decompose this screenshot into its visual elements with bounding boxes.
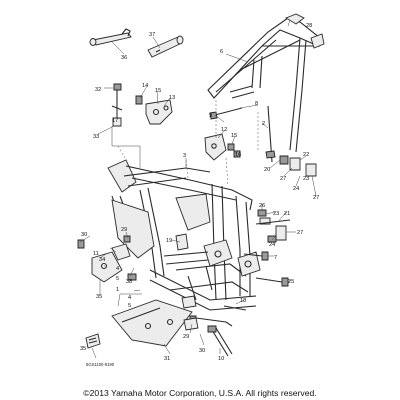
leader-lines <box>79 19 317 359</box>
callout-18: 18 <box>240 298 246 304</box>
part-34-engine-mount <box>77 239 137 283</box>
callout-38: 38 <box>126 279 132 285</box>
callout-1: 1 <box>116 287 119 293</box>
callout-27c: 27 <box>297 230 303 236</box>
callout-24b: 24 <box>269 242 275 248</box>
callout-6: 6 <box>220 49 223 55</box>
callout-4: 4 <box>116 266 119 272</box>
callout-17: 17 <box>112 118 118 124</box>
callout-28: 28 <box>306 23 312 29</box>
callout-36: 36 <box>121 55 127 61</box>
callout-7: 7 <box>274 255 277 261</box>
copyright-notice: ©2013 Yamaha Motor Corporation, U.S.A. A… <box>83 388 317 398</box>
part-hardware-right <box>255 209 291 243</box>
callout-35b: 35 <box>80 346 86 352</box>
callout-10: 10 <box>218 356 224 362</box>
callout-23: 23 <box>303 176 309 182</box>
part-13-bracket <box>135 95 173 125</box>
part-31-skid-plate <box>111 299 193 347</box>
part-32-bolt <box>111 83 123 127</box>
callout-labels: 36 37 28 6 32 14 15 13 17 33 8 9 2 12 15… <box>80 23 319 367</box>
part-7-bolt <box>243 251 289 287</box>
callout-29b: 29 <box>183 334 189 340</box>
part-36-bar <box>89 28 132 46</box>
callout-16: 16 <box>235 152 241 158</box>
callout-26: 26 <box>259 203 265 209</box>
callout-24: 24 <box>293 186 299 192</box>
part-22-bushings <box>279 155 317 177</box>
main-frame <box>107 159 261 311</box>
callout-19: 19 <box>166 238 172 244</box>
callout-27b: 27 <box>313 195 319 201</box>
callout-14: 14 <box>142 83 148 89</box>
callout-5b: 5 <box>128 303 131 309</box>
callout-23b: 23 <box>273 211 279 217</box>
part-8-bolt <box>209 105 276 163</box>
part-37-pipe <box>147 35 184 58</box>
callout-5: 5 <box>116 276 119 282</box>
callout-21: 21 <box>284 211 290 217</box>
callout-34: 34 <box>99 257 105 263</box>
part-29-bracket <box>123 235 199 331</box>
callout-15: 15 <box>155 88 161 94</box>
callout-30b: 30 <box>199 348 205 354</box>
callout-8: 8 <box>255 101 258 107</box>
callout-15b: 15 <box>231 133 237 139</box>
callout-31: 31 <box>164 356 170 362</box>
callout-4b: 4 <box>128 295 131 301</box>
part-6-rear-subframe <box>207 13 325 153</box>
callout-3: 3 <box>183 153 186 159</box>
callout-22: 22 <box>303 152 309 158</box>
callout-30: 30 <box>81 232 87 238</box>
callout-25: 25 <box>288 279 294 285</box>
callout-33: 33 <box>93 134 99 140</box>
callout-9: 9 <box>209 113 212 119</box>
callout-12: 12 <box>221 127 227 133</box>
callout-13: 13 <box>169 95 175 101</box>
callout-27: 27 <box>280 176 286 182</box>
part-18-long-bolts <box>189 305 247 357</box>
callout-20: 20 <box>264 167 270 173</box>
callout-11: 11 <box>93 251 99 257</box>
callout-35: 35 <box>96 294 102 300</box>
callout-32: 32 <box>95 87 101 93</box>
callout-2: 2 <box>262 121 265 127</box>
part-35-label <box>85 333 101 349</box>
callout-29: 29 <box>121 227 127 233</box>
callout-37: 37 <box>149 32 155 38</box>
reference-code: 5GS1100-9190 <box>86 362 115 367</box>
